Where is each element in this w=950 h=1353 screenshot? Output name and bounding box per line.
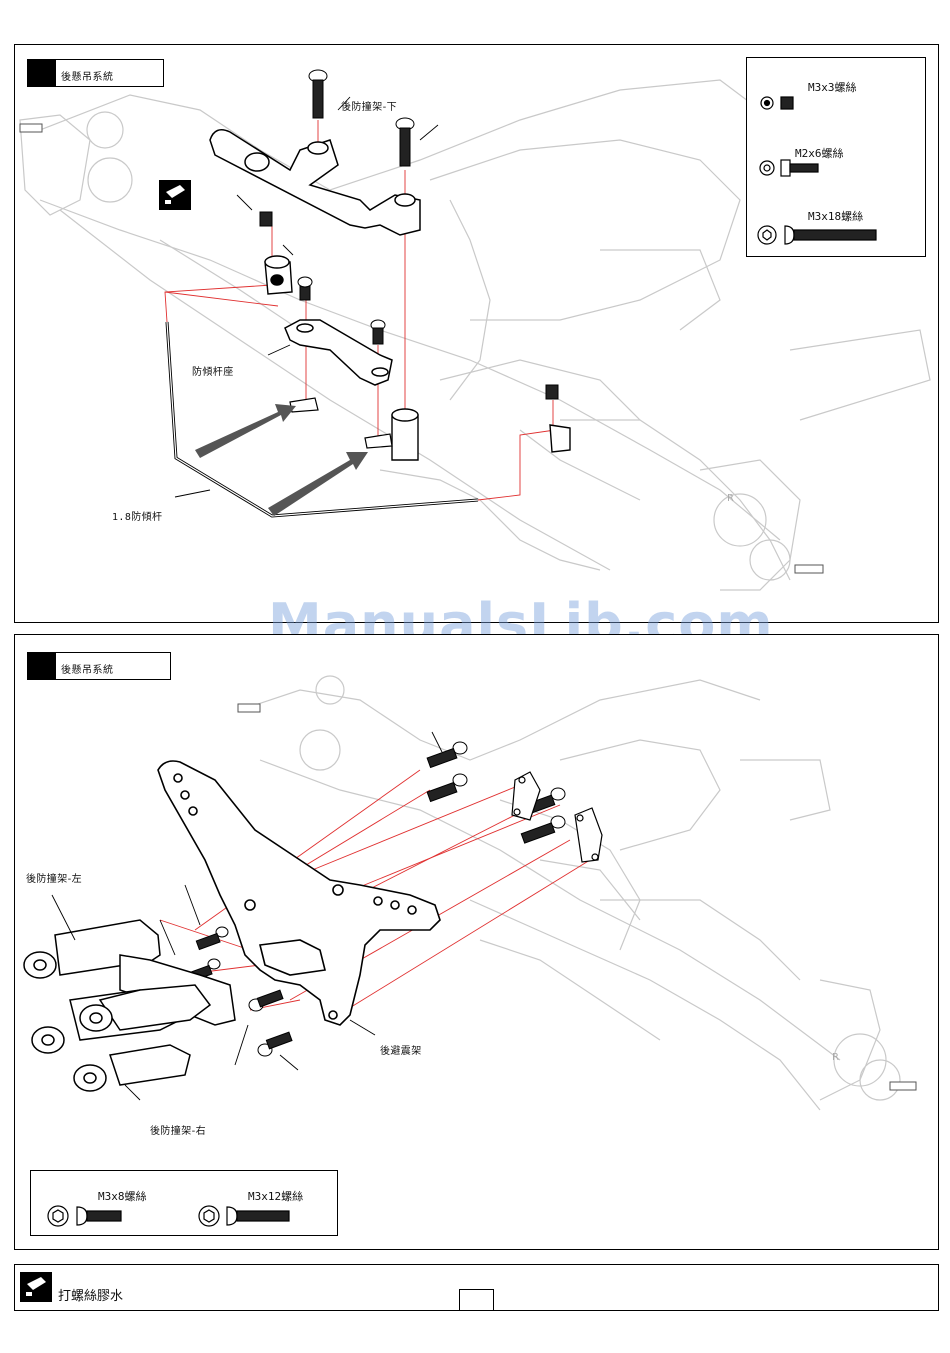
thread-lock-icon	[20, 1272, 52, 1302]
legend-thread-lock-label: 打螺絲膠水	[58, 1285, 123, 1304]
